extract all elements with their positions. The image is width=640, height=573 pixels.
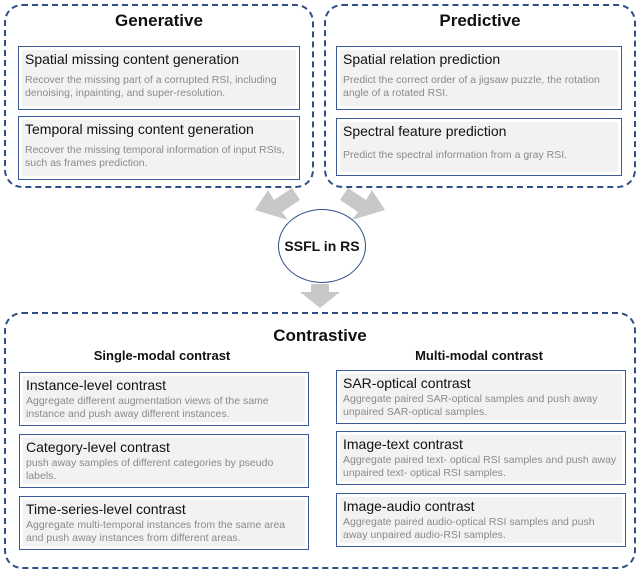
generative-title: Generative <box>115 11 203 30</box>
card-inner <box>340 435 622 481</box>
contrastive-group: Contrastive Single-modal contrast Multi-… <box>4 312 636 569</box>
card-sar-optical-contrast: SAR-optical contrast Aggregate paired SA… <box>336 370 626 424</box>
card-title: Image-text contrast <box>343 436 463 452</box>
card-time-series-level-contrast: Time-series-level contrast Aggregate mul… <box>19 496 309 550</box>
card-category-level-contrast: Category-level contrast push away sample… <box>19 434 309 488</box>
card-title: Spectral feature prediction <box>343 123 507 139</box>
contrastive-title: Contrastive <box>273 326 367 345</box>
card-desc: Predict the spectral information from a … <box>343 149 568 161</box>
card-title: Time-series-level contrast <box>26 501 186 517</box>
card-title: Instance-level contrast <box>26 377 167 393</box>
card-title: Temporal missing content generation <box>25 121 254 137</box>
card-title: Spatial relation prediction <box>343 51 501 67</box>
card-inner <box>23 376 305 422</box>
card-desc: Predict the correct order of a jigsaw pu… <box>343 74 600 99</box>
predictive-group: Predictive Spatial relation prediction P… <box>324 4 636 188</box>
card-inner <box>340 122 618 172</box>
card-image-text-contrast: Image-text contrast Aggregate paired tex… <box>336 431 626 485</box>
center-label: SSFL in RS <box>284 238 360 254</box>
card-desc: Aggregate different augmentation views o… <box>26 395 269 420</box>
generative-group: Generative Spatial missing content gener… <box>4 4 314 188</box>
card-inner <box>340 50 618 106</box>
card-inner <box>23 438 305 484</box>
card-title: Spatial missing content generation <box>25 51 240 67</box>
card-title: Image-audio contrast <box>343 498 475 514</box>
card-instance-level-contrast: Instance-level contrast Aggregate differ… <box>19 372 309 426</box>
card-inner <box>23 500 305 546</box>
card-image-audio-contrast: Image-audio contrast Aggregate paired au… <box>336 493 626 547</box>
card-temporal-missing-content: Temporal missing content generation Reco… <box>18 116 300 180</box>
card-inner <box>340 497 622 543</box>
card-desc: Recover the missing temporal information… <box>25 144 285 169</box>
card-inner <box>340 374 622 420</box>
card-desc: Aggregate multi-temporal instances from … <box>26 519 286 544</box>
center-node: SSFL in RS <box>278 209 366 283</box>
multi-modal-title: Multi-modal contrast <box>415 348 543 363</box>
card-inner <box>22 50 296 106</box>
card-desc: Aggregate paired text- optical RSI sampl… <box>343 454 617 479</box>
card-title: SAR-optical contrast <box>343 375 471 391</box>
predictive-title: Predictive <box>439 11 521 30</box>
arrow-to-generative <box>255 188 300 220</box>
card-desc: push away samples of different categorie… <box>26 457 274 482</box>
card-spatial-relation-prediction: Spatial relation prediction Predict the … <box>336 46 622 110</box>
single-modal-title: Single-modal contrast <box>93 348 231 363</box>
arrow-to-contrastive <box>300 284 340 308</box>
card-spatial-missing-content: Spatial missing content generation Recov… <box>18 46 300 110</box>
card-desc: Aggregate paired SAR-optical samples and… <box>343 393 598 418</box>
card-title: Category-level contrast <box>26 439 170 455</box>
card-spectral-feature-prediction: Spectral feature prediction Predict the … <box>336 118 622 176</box>
card-inner <box>22 120 296 176</box>
card-desc: Recover the missing part of a corrupted … <box>25 74 277 99</box>
arrow-to-predictive <box>340 188 385 220</box>
card-desc: Aggregate paired audio-optical RSI sampl… <box>343 516 595 541</box>
